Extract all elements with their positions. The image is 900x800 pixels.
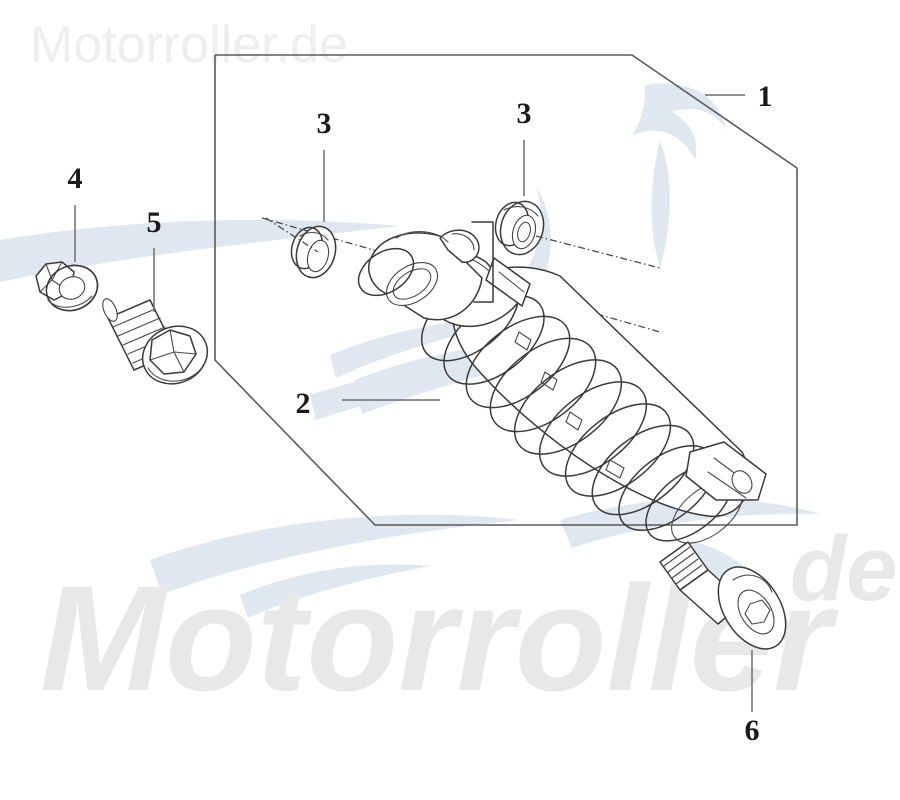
flange-nut-flange-edge xyxy=(45,264,99,312)
assembly-frame-outline xyxy=(214,54,798,526)
callout-1-label: 1 xyxy=(758,80,773,113)
spring-coil-6 xyxy=(538,381,648,477)
bushing-left-bore xyxy=(306,239,330,273)
spring-coil-3 xyxy=(465,315,571,409)
callout-3-left-label: 3 xyxy=(317,107,332,140)
callout-2-label: 2 xyxy=(296,387,311,420)
flange-nut xyxy=(35,261,99,312)
upper-mount-bore xyxy=(386,261,438,307)
shoulder-bolt-head-rim xyxy=(732,574,773,593)
swoosh-mid-3 xyxy=(355,342,600,414)
callout-3-right-label: 3 xyxy=(517,97,532,130)
flange-nut-bore xyxy=(58,276,86,300)
spring-envelope xyxy=(451,266,750,517)
spring-coil-8 xyxy=(591,424,695,516)
notch-1 xyxy=(514,331,532,351)
flange-bolt-head-facet-2 xyxy=(173,351,197,355)
spring-seat-edge xyxy=(498,271,525,293)
assembly-frame-group xyxy=(214,54,798,526)
shock-absorber-body xyxy=(261,217,767,544)
upper-mount-contour xyxy=(395,231,449,243)
bushing-right-axis xyxy=(535,235,661,269)
notch-4 xyxy=(605,459,625,479)
flange-nut-thickness xyxy=(47,295,93,308)
flange-bolt xyxy=(102,298,209,385)
spring-seat-plate xyxy=(485,257,531,307)
bushing-left-contour xyxy=(299,231,329,241)
callout-4-label: 4 xyxy=(68,162,83,195)
swoosh-bottom-1 xyxy=(150,514,520,594)
bushing-right-bore xyxy=(511,214,537,250)
callout-5-label: 5 xyxy=(147,206,162,239)
shoulder-bolt xyxy=(659,541,787,650)
lower-mount-bore xyxy=(731,470,753,494)
coil-spring xyxy=(420,266,750,544)
watermark-bottom-suffix: de xyxy=(790,518,897,620)
lower-mount-edge-2 xyxy=(707,471,747,499)
flange-bolt-shank-end xyxy=(102,298,118,322)
shoulder-bolt-thread-4 xyxy=(675,564,703,585)
spring-upper-seat xyxy=(485,257,531,307)
callout-layer: 1 2 3 3 4 5 6 xyxy=(68,80,773,747)
callout-6-label: 6 xyxy=(745,714,760,747)
bushing-right-contour xyxy=(503,206,539,217)
upper-mount-bore-inner xyxy=(392,268,432,300)
upper-mount-bracket xyxy=(471,221,494,303)
shoulder-bolt-head-boss xyxy=(737,589,775,635)
bushing-right xyxy=(494,200,545,256)
swoosh-tail-right xyxy=(651,140,670,268)
swoosh-mid-1 xyxy=(330,318,520,378)
spring-coil-5 xyxy=(513,359,623,455)
shoulder-bolt-socket xyxy=(744,599,771,625)
watermark-top-text: Motorroller.de xyxy=(30,16,348,74)
upper-mount-tab-inner xyxy=(451,233,475,251)
upper-mount-eye xyxy=(357,221,494,321)
flange-bolt-head-facet-3 xyxy=(173,351,185,373)
upper-mount-face xyxy=(357,247,415,297)
shoulder-bolt-head xyxy=(717,566,787,650)
swoosh-bottom-3 xyxy=(240,564,430,618)
flange-bolt-thread-3 xyxy=(122,326,166,346)
shoulder-bolt-thread-2 xyxy=(667,552,695,573)
flange-bolt-thread-2 xyxy=(117,317,161,337)
swoosh-bottom-2 xyxy=(560,498,820,548)
notch-3 xyxy=(565,411,583,431)
flange-bolt-flange-rim xyxy=(147,363,205,382)
shoulder-bolt-thread-3 xyxy=(671,558,699,579)
spring-adjuster-notches xyxy=(514,331,625,479)
bushing-right-bore-inner xyxy=(517,221,531,243)
bushing-left xyxy=(290,225,337,279)
bushing-left-axis xyxy=(265,217,319,253)
notch-2 xyxy=(540,371,558,391)
shoulder-bolt-thread-1 xyxy=(663,546,691,567)
spring-coil-4 xyxy=(489,337,597,433)
lower-mount-clevis xyxy=(685,441,767,501)
spring-coil-7 xyxy=(564,403,672,497)
flange-bolt-thread-1 xyxy=(112,308,156,328)
